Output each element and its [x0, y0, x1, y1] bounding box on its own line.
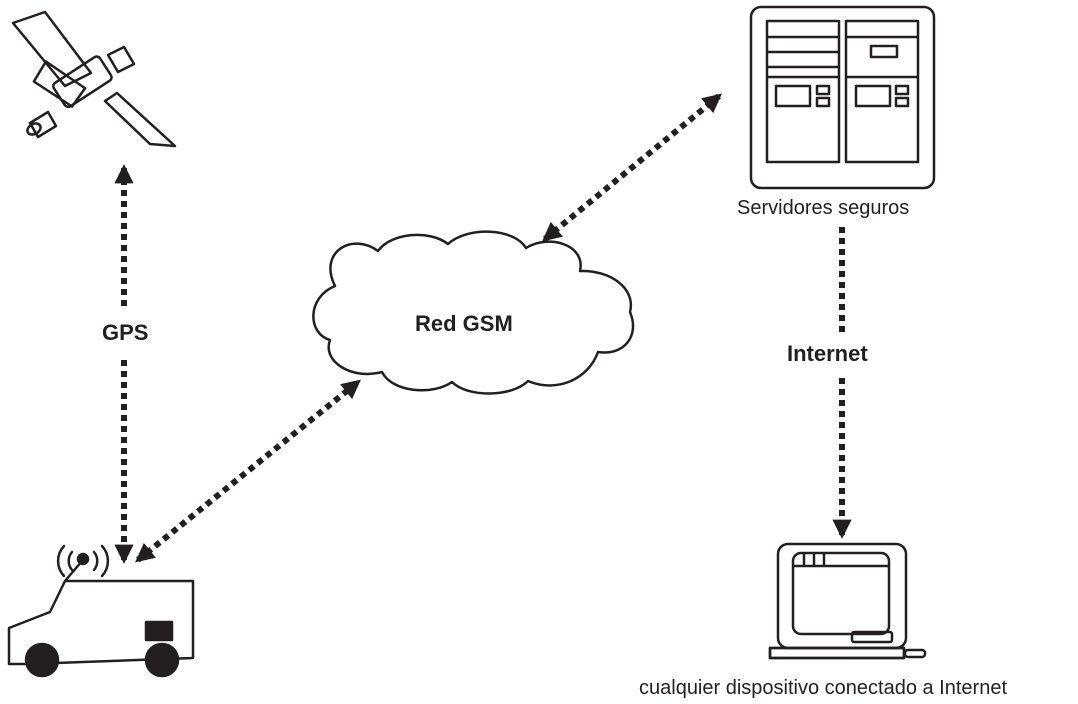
server-icon	[749, 5, 936, 190]
truck-icon	[7, 544, 195, 678]
gsm-network-label: Red GSM	[415, 311, 513, 336]
internet-label: Internet	[787, 341, 868, 367]
gps-label: GPS	[102, 320, 149, 346]
computer-icon	[768, 542, 927, 660]
cloud-icon	[312, 230, 635, 395]
vehicle-gsm-link	[135, 379, 361, 563]
gsm-servers-link	[542, 93, 722, 242]
satellite-icon	[11, 10, 177, 148]
device-label: cualquier dispositivo conectado a Intern…	[639, 677, 1008, 699]
servers-label: Servidores seguros	[737, 197, 910, 219]
